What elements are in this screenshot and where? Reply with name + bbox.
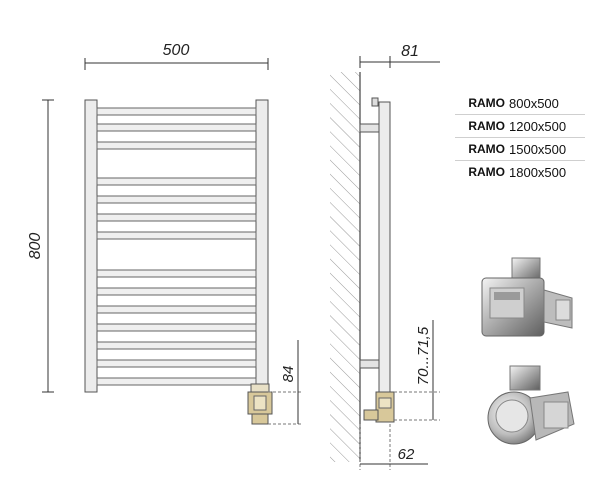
model-row: RAMO 800x500 xyxy=(455,92,585,115)
bottom-bracket xyxy=(359,359,380,369)
rung xyxy=(96,269,257,278)
rung xyxy=(96,323,257,332)
model-name: RAMO xyxy=(468,165,505,179)
model-size: 800x500 xyxy=(509,95,559,111)
side-view: 81 70...71,5 62 xyxy=(330,43,440,470)
model-row: RAMO 1800x500 xyxy=(455,161,585,183)
width-label: 500 xyxy=(163,42,190,59)
rung xyxy=(96,177,257,186)
rungs xyxy=(96,107,257,386)
left-post xyxy=(84,99,98,393)
right-post xyxy=(255,99,269,393)
rung xyxy=(96,341,257,350)
rung xyxy=(96,123,257,132)
model-name: RAMO xyxy=(468,119,505,133)
model-size: 1500x500 xyxy=(509,141,567,157)
model-size: 1800x500 xyxy=(509,164,567,180)
bottom-offset-dimension: 62 xyxy=(359,424,428,470)
model-name: RAMO xyxy=(468,96,505,110)
heater-offset-label: 84 xyxy=(280,366,297,383)
model-size: 1200x500 xyxy=(509,118,567,134)
side-tube xyxy=(378,101,391,403)
model-row: RAMO 1200x500 xyxy=(455,115,585,138)
front-view: 500 800 84 xyxy=(27,42,302,425)
rung xyxy=(96,231,257,240)
side-heater-connector xyxy=(363,391,395,423)
heater-offset-dimension: 84 xyxy=(268,340,302,425)
rung xyxy=(96,107,257,116)
rung xyxy=(96,213,257,222)
model-name: RAMO xyxy=(468,142,505,156)
depth-dimension: 81 xyxy=(359,43,440,68)
bottom-offset-label: 62 xyxy=(398,446,415,463)
air-vent xyxy=(371,97,379,107)
rung xyxy=(96,141,257,150)
wall-hatch xyxy=(330,72,360,462)
rung xyxy=(96,287,257,296)
heater-square-image xyxy=(481,257,573,337)
rung xyxy=(96,359,257,368)
height-label: 800 xyxy=(27,233,44,260)
pipe-offset-dimension: 70...71,5 xyxy=(394,320,440,421)
front-heater-connector xyxy=(247,383,273,425)
rung xyxy=(96,305,257,314)
rung xyxy=(96,377,257,386)
height-dimension: 800 xyxy=(27,99,54,393)
model-list: RAMO 800x500 RAMO 1200x500 RAMO 1500x500… xyxy=(455,92,585,183)
pipe-offset-label: 70...71,5 xyxy=(415,326,432,385)
heater-round-image xyxy=(487,365,575,445)
width-dimension: 500 xyxy=(84,42,269,70)
depth-label: 81 xyxy=(401,43,419,60)
rung xyxy=(96,195,257,204)
model-row: RAMO 1500x500 xyxy=(455,138,585,161)
top-bracket xyxy=(359,123,380,133)
